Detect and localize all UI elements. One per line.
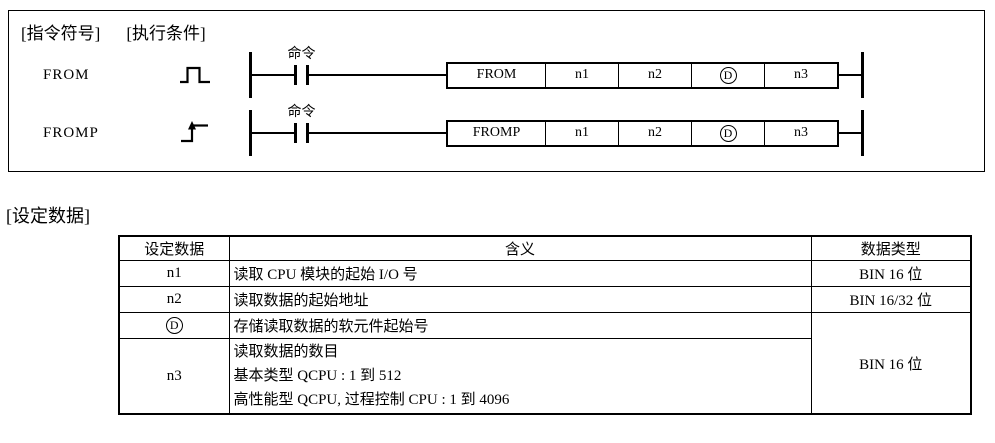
ladder-diagram: 命令 FROM n1 n2 D n3 [249, 47, 864, 98]
setting-data-type: BIN 16 位 [810, 260, 972, 287]
instruction-symbol-label: [指令符号] [21, 24, 101, 43]
ladder-diagram: 命令 FROMP n1 n2 D n3 [249, 105, 864, 156]
instruction-box-mnemonic: FROM [476, 67, 517, 82]
wire-segment [839, 132, 861, 134]
right-power-rail [861, 110, 864, 156]
setting-name: n3 [118, 338, 230, 415]
col-header-data-type: 数据类型 [810, 235, 972, 261]
meaning-line: 基本类型 QCPU : 1 到 512 [233, 368, 402, 384]
circled-d-icon: D [165, 316, 183, 334]
wire-segment [323, 132, 446, 134]
meaning-line: 读取数据的数目 [233, 344, 339, 360]
circled-d-icon: D [719, 124, 737, 142]
instruction-row-fromp: FROMP 命令 FROMP n1 n2 D n3 [9, 104, 984, 162]
left-power-rail [249, 52, 252, 98]
setting-meaning: 读取 CPU 模块的起始 I/O 号 [228, 260, 812, 287]
command-label: 命令 [287, 47, 316, 62]
execution-condition-symbol [141, 61, 249, 89]
contact-wire [280, 132, 294, 134]
operand-n1: n1 [545, 63, 618, 87]
table-row-d: D 存储读取数据的软元件起始号 BIN 16 位 [118, 312, 972, 415]
execution-condition-label: [执行条件] [126, 24, 206, 43]
col-header-setting-data: 设定数据 [118, 235, 230, 261]
panel-header: [指令符号] [执行条件] [9, 19, 984, 44]
table-row-n3: n3 读取数据的数目 基本类型 QCPU : 1 到 512 高性能型 QCPU… [118, 338, 971, 415]
operand-n3: n3 [764, 63, 837, 87]
contact-bar [306, 123, 309, 143]
instruction-box-mnemonic: FROMP [472, 125, 521, 140]
wire-segment [839, 74, 861, 76]
operand-n1: n1 [545, 121, 618, 145]
circled-d-icon: D [719, 66, 737, 84]
instruction-row-from: FROM 命令 FROM n1 n2 D n3 [9, 46, 984, 104]
contact-symbol: 命令 [280, 105, 323, 143]
instruction-panel: [指令符号] [执行条件] FROM 命令 FROM n1 n2 D n3 [8, 10, 985, 172]
setting-data-table: 设定数据 含义 数据类型 n1 读取 CPU 模块的起始 I/O 号 BIN 1… [118, 235, 972, 415]
contact-bar [294, 123, 297, 143]
table-row-n2: n2 读取数据的起始地址 BIN 16/32 位 [118, 286, 972, 313]
meaning-line: 高性能型 QCPU, 过程控制 CPU : 1 到 4096 [233, 392, 510, 408]
operand-d: D [691, 63, 764, 87]
setting-meaning: 读取数据的数目 基本类型 QCPU : 1 到 512 高性能型 QCPU, 过… [228, 338, 812, 415]
rising-edge-icon [181, 121, 208, 143]
wire-segment [323, 74, 446, 76]
setting-data-type: BIN 16/32 位 [810, 286, 972, 313]
execution-condition-symbol [141, 119, 249, 147]
right-power-rail [861, 52, 864, 98]
contact-wire [280, 74, 294, 76]
table-header-row: 设定数据 含义 数据类型 [118, 235, 972, 261]
left-power-rail [249, 110, 252, 156]
setting-meaning: 存储读取数据的软元件起始号 [228, 312, 812, 339]
setting-meaning: 读取数据的起始地址 [228, 286, 812, 313]
contact-bar [306, 65, 309, 85]
command-label: 命令 [287, 105, 316, 120]
table-row-n1: n1 读取 CPU 模块的起始 I/O 号 BIN 16 位 [118, 260, 972, 287]
operand-n2: n2 [618, 63, 691, 87]
contact-wire [309, 74, 323, 76]
operand-n3: n3 [764, 121, 837, 145]
operand-d: D [691, 121, 764, 145]
contact-bar [294, 65, 297, 85]
instruction-box: FROMP n1 n2 D n3 [446, 119, 839, 147]
setting-data-heading: [设定数据] [6, 206, 90, 226]
wire-segment [252, 74, 280, 76]
operand-n2: n2 [618, 121, 691, 145]
setting-name: D [118, 312, 230, 339]
setting-data-type: BIN 16 位 [810, 312, 972, 415]
instruction-box: FROM n1 n2 D n3 [446, 61, 839, 89]
instruction-mnemonic-label: FROM [43, 66, 90, 83]
setting-name: n1 [118, 260, 230, 287]
wire-segment [252, 132, 280, 134]
setting-name: n2 [118, 286, 230, 313]
contact-wire [309, 132, 323, 134]
col-header-meaning: 含义 [228, 235, 812, 261]
contact-symbol: 命令 [280, 47, 323, 85]
instruction-mnemonic-label: FROMP [43, 124, 99, 141]
pulse-waveform-icon [180, 66, 210, 84]
